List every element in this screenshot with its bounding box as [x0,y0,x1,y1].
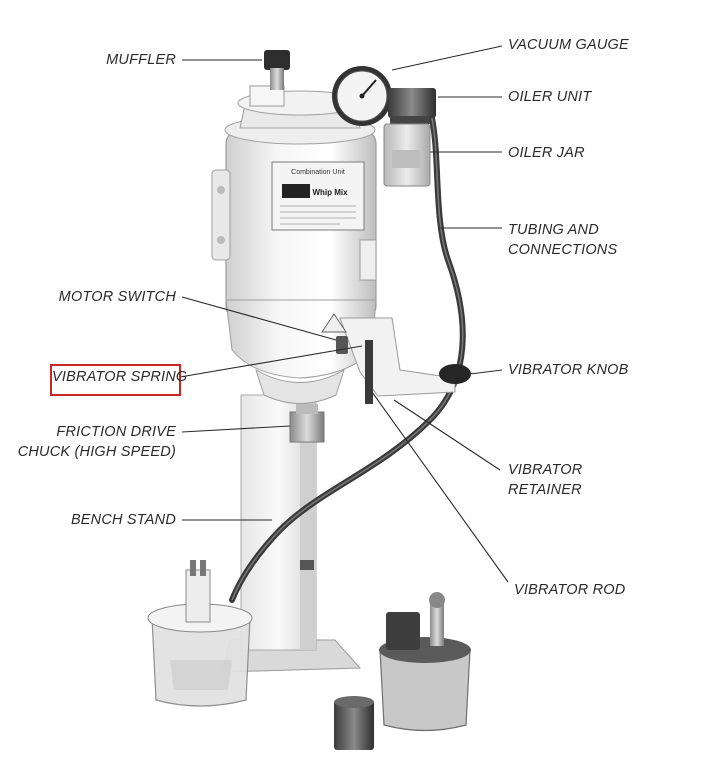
label-vibrator-retainer-line1: VIBRATOR [508,462,583,478]
name-plate: Combination Unit Whip Mix [271,161,377,281]
label-vacuum-gauge: VACUUM GAUGE [508,37,629,53]
label-oiler-unit: OILER UNIT [508,89,592,105]
leader-vibrator-retainer [393,399,501,471]
label-vibrator-retainer-line2: RETAINER [508,482,582,498]
vacuum-gauge [332,66,392,126]
label-vibrator-knob: VIBRATOR KNOB [508,362,629,378]
label-tubing-and-connections: TUBING AND CONNECTIONS [508,220,617,260]
plate-logo: Whip Mix [312,188,348,197]
motor-housing [211,85,377,404]
highlight-box-vibrator-spring [50,364,181,396]
leader-friction-chuck [181,425,291,433]
muffler [264,50,290,90]
vibrator-knob [339,317,471,397]
spare-chuck [334,696,374,750]
label-friction-drive-chuck: FRICTION DRIVE CHUCK (HIGH SPEED) [10,422,176,462]
oiler-unit [388,88,436,124]
label-bench-stand: BENCH STAND [70,512,176,528]
label-motor-switch: MOTOR SWITCH [58,289,176,305]
label-tubing-line2: CONNECTIONS [508,242,618,258]
oiler-jar [383,123,431,187]
label-friction-line2: CHUCK (HIGH SPEED) [17,444,176,460]
bench-stand [221,394,362,673]
leader-motor-switch [181,296,337,341]
vibrator-rod [365,340,373,404]
label-friction-line1: FRICTION DRIVE [56,424,176,440]
leader-lines [179,45,509,583]
friction-drive-chuck [289,404,325,443]
plate-brand-line: Combination Unit [291,169,345,176]
label-muffler: MUFFLER [106,52,176,68]
label-vibrator-spring: VIBRATOR SPRING [52,369,188,385]
leader-vacuum-gauge [391,45,503,71]
mixing-bowl-right [379,592,471,732]
mixing-bowl-left [147,560,253,707]
leader-vibrator-spring [179,345,363,378]
label-vibrator-rod: VIBRATOR ROD [514,582,626,598]
label-oiler-jar: OILER JAR [508,145,585,161]
label-vibrator-retainer: VIBRATOR RETAINER [508,460,582,500]
leader-vibrator-rod [371,391,509,583]
leader-vibrator-knob [469,369,503,375]
label-tubing-line1: TUBING AND [508,222,599,238]
